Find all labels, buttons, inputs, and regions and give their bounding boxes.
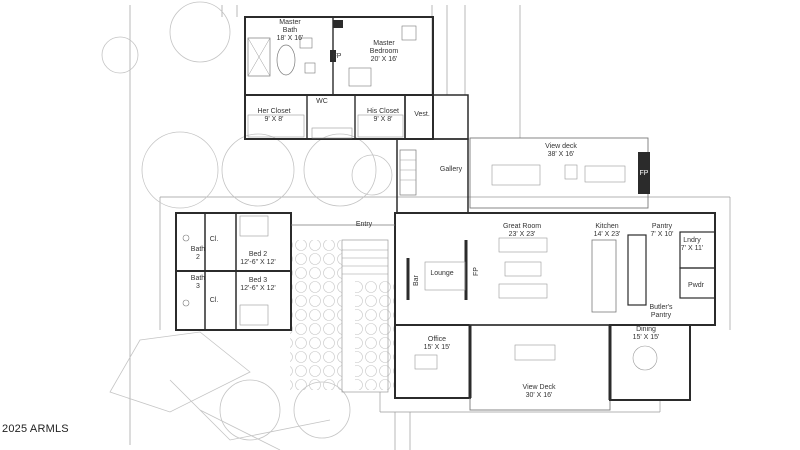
room-label-bath3: Bath 3: [190, 275, 206, 290]
room-label-lounge: Lounge: [430, 270, 454, 277]
room-label-gallery: Gallery: [439, 166, 463, 173]
room-label-office: Office 15' X 15': [423, 336, 451, 351]
copyright-watermark: 2025 ARMLS: [2, 423, 69, 435]
room-label-closet-b: Cl.: [209, 297, 219, 304]
room-label-view-deck-upper: View deck 38' X 16': [545, 143, 577, 158]
entry-stair-treads: [342, 249, 388, 275]
upper-view-deck: [469, 137, 650, 209]
room-label-powder: Pwdr: [688, 282, 704, 289]
room-label-great-room: Great Room 23' X 23': [502, 223, 542, 238]
bedroom-wing: [175, 212, 292, 331]
room-label-fp-deck: FP: [639, 170, 649, 177]
room-label-view-deck-lower: View Deck 30' X 16': [522, 384, 556, 399]
room-label-bath2: Bath 2: [190, 246, 206, 261]
room-label-bed3: Bed 3 12'-6" X 12': [240, 277, 276, 292]
room-label-wc: WC: [316, 98, 328, 105]
paver-walk-2: [355, 280, 395, 390]
site-lines: [129, 5, 731, 450]
room-label-butlers-pantry: Butler's Pantry: [649, 304, 673, 319]
landscape-trees: [101, 1, 393, 450]
room-label-his-closet: His Closet 9' X 8': [367, 108, 399, 123]
lower-wing: [394, 324, 691, 411]
room-label-bar: Bar: [413, 275, 420, 286]
room-label-fp-master: FP: [332, 53, 342, 60]
room-label-closet-a: Cl.: [209, 236, 219, 243]
entry-stair: [341, 239, 389, 393]
room-label-vest: Vest.: [414, 111, 430, 118]
room-label-her-closet: Her Closet 9' X 8': [257, 108, 291, 123]
paver-walk: [290, 240, 342, 390]
room-label-master-bedroom: Master Bedroom 20' X 16': [369, 40, 399, 63]
room-label-pantry: Pantry 7' X 10': [650, 223, 674, 238]
room-label-dining: Dining 15' X 15': [632, 326, 660, 341]
room-label-kitchen: Kitchen 14' X 23': [593, 223, 621, 238]
room-label-bed2: Bed 2 12'-6" X 12': [240, 251, 276, 266]
room-label-entry: Entry: [355, 221, 373, 228]
room-label-laundry: Lndry 7' X 11': [680, 237, 704, 252]
room-label-fp-great: FP: [473, 267, 480, 276]
room-label-master-bath: Master Bath 18' X 16': [276, 19, 304, 42]
